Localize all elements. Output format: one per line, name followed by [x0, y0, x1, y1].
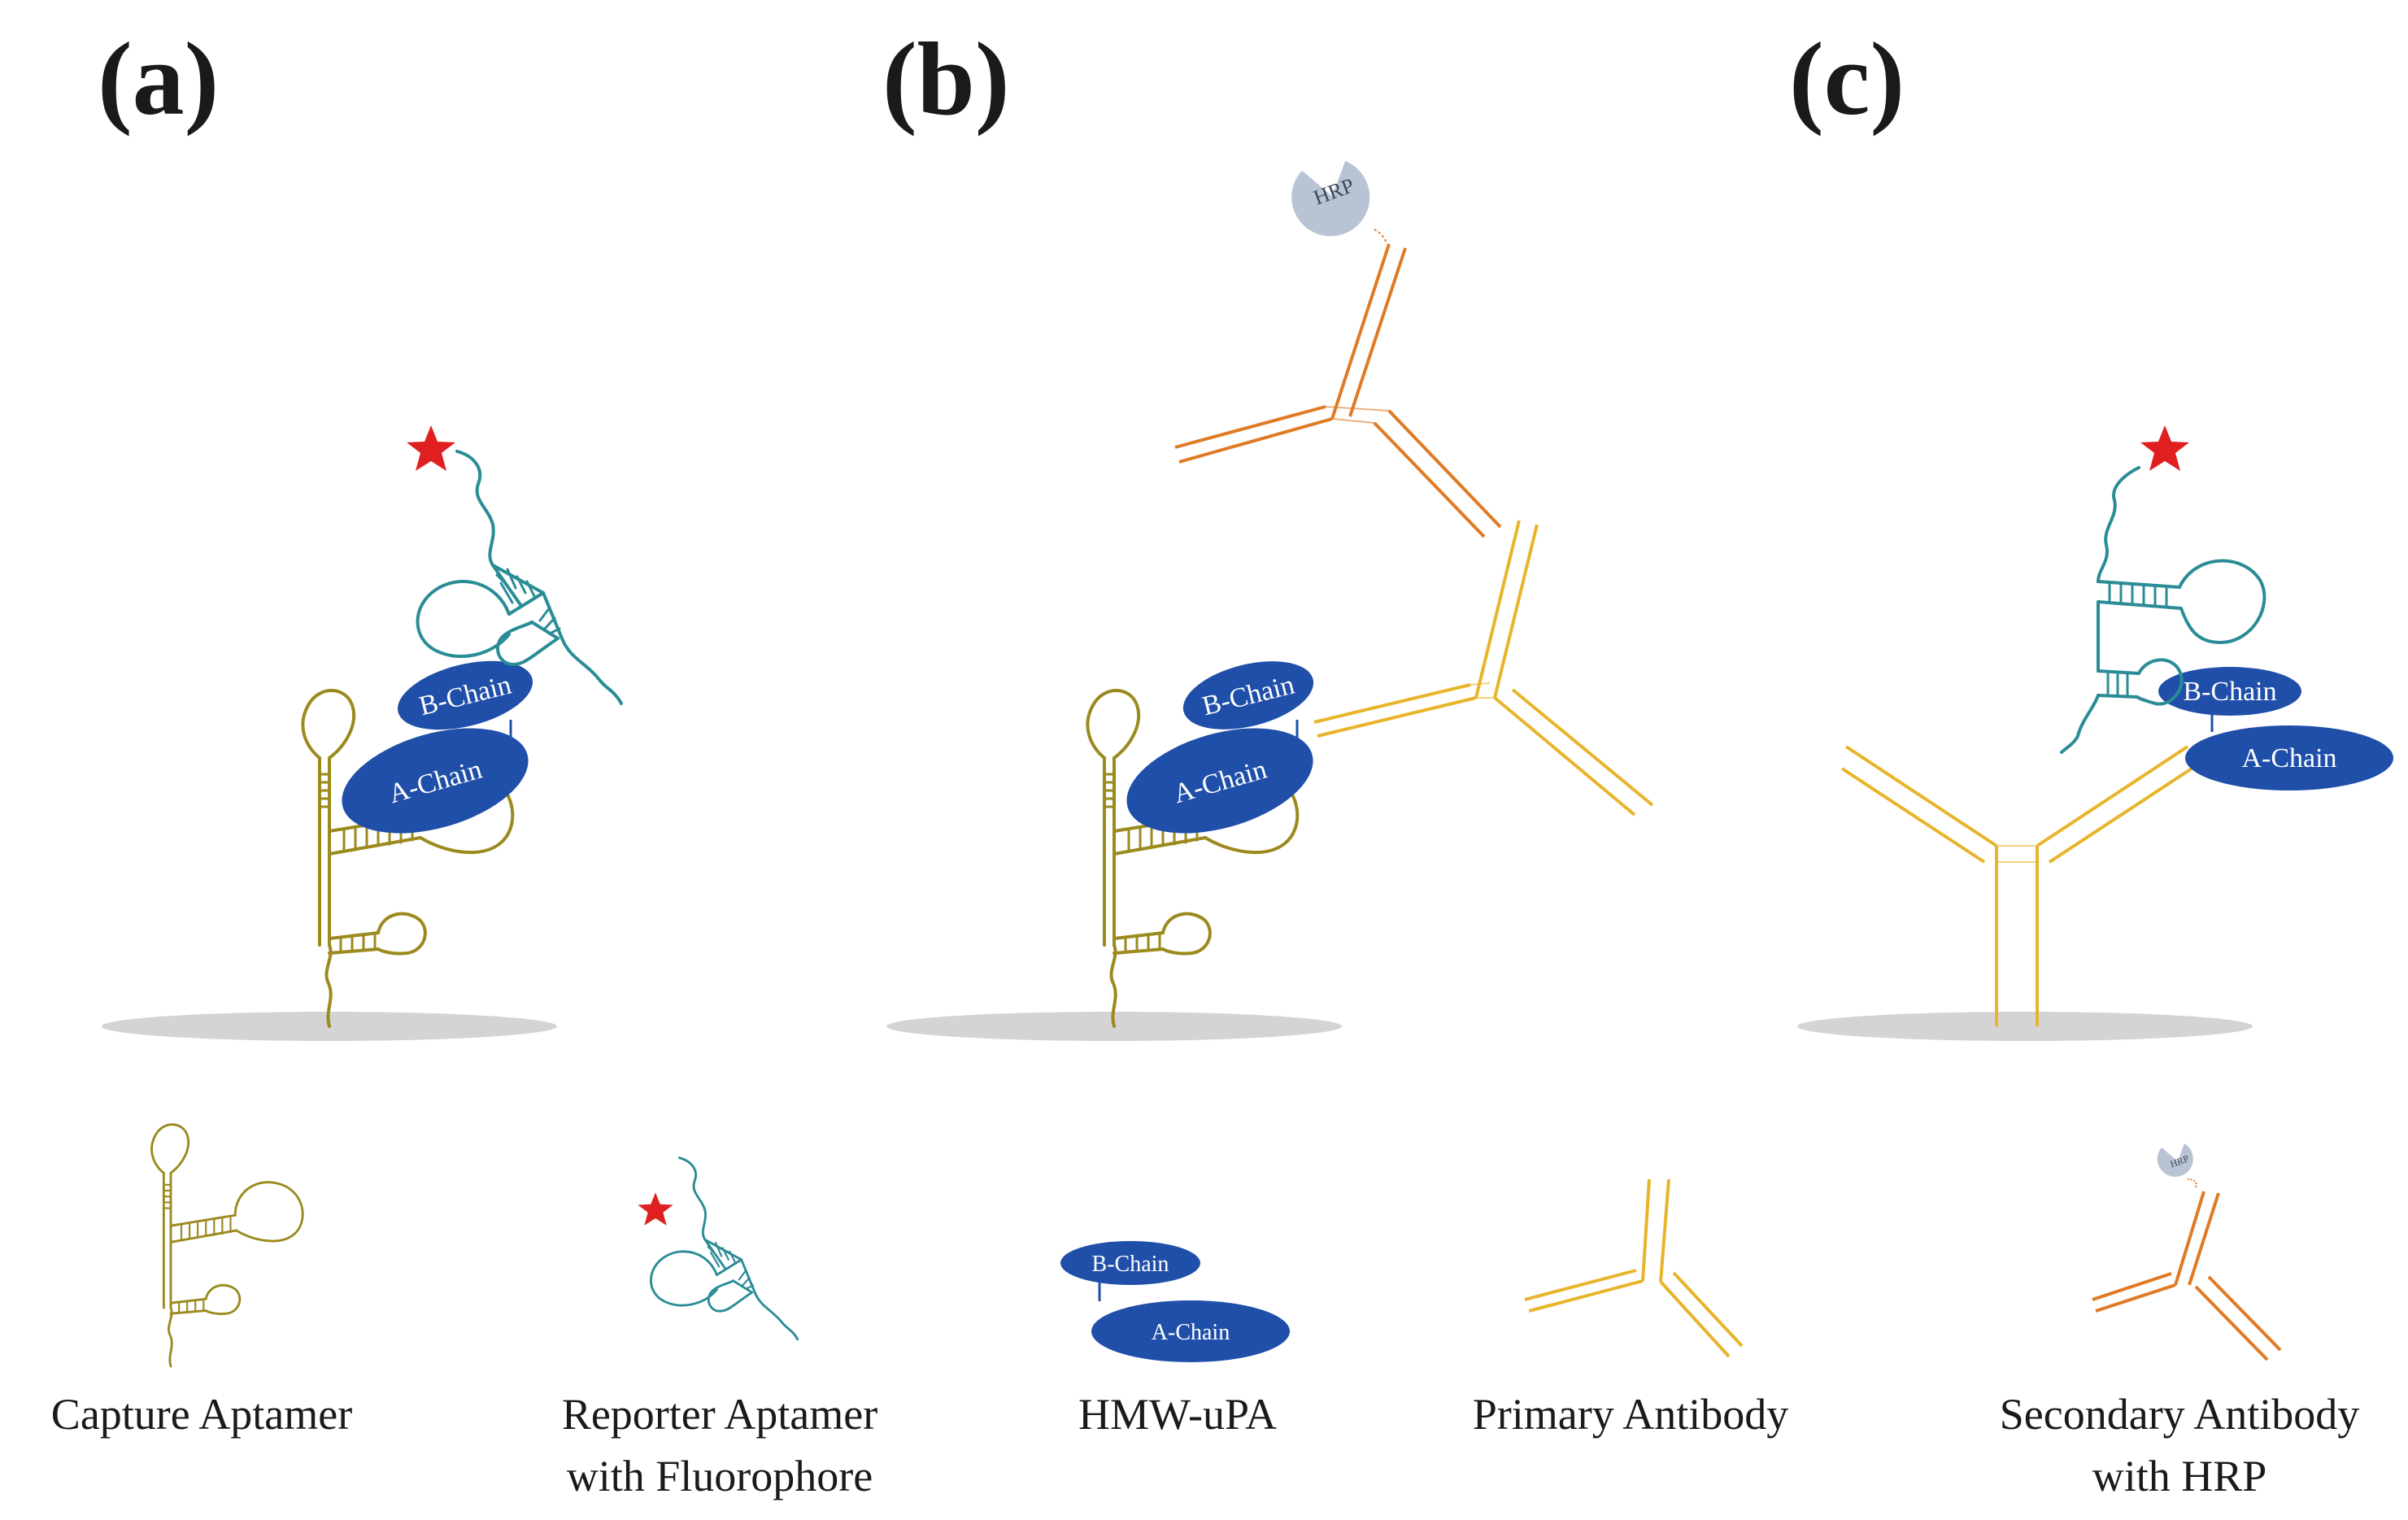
- legend-label-secondary-line2: with HRP: [2092, 1452, 2267, 1500]
- legend-primary-antibody: Primary Antibody: [1473, 1178, 1789, 1439]
- panel-b: A-Chain B-Chain HRP: [886, 160, 1654, 1041]
- b-chain-b: B-Chain: [1182, 661, 1314, 730]
- reporter-aptamer-c: [2060, 466, 2266, 754]
- a-chain-a: A-Chain: [342, 728, 529, 834]
- legend-label-secondary-line1: Secondary Antibody: [2000, 1390, 2359, 1439]
- legend-b-chain-label: B-Chain: [1092, 1252, 1169, 1277]
- fluorophore-star-a: [407, 425, 455, 471]
- legend-secondary-antibody: HRP Secondary Antibody with HRP: [2000, 1143, 2359, 1500]
- b-chain-label-c: B-Chain: [2183, 677, 2276, 707]
- primary-antibody-c: [1840, 745, 2193, 1026]
- a-chain-label-c: A-Chain: [2241, 743, 2336, 773]
- b-chain-a: B-Chain: [398, 660, 533, 730]
- panel-a: A-Chain B-Chain: [102, 425, 623, 1041]
- a-chain-b: A-Chain: [1126, 728, 1313, 834]
- legend-label-reporter-line1: Reporter Aptamer: [562, 1390, 877, 1439]
- legend-label-primary-antibody: Primary Antibody: [1473, 1390, 1789, 1439]
- legend-capture-aptamer: Capture Aptamer: [51, 1123, 352, 1439]
- surface-c: [1797, 1012, 2253, 1041]
- fluorophore-star-c: [2140, 425, 2189, 471]
- legend: Capture Aptamer Reporter Aptamer with Fl…: [51, 1123, 2359, 1500]
- hrp-b: HRP: [1291, 160, 1370, 237]
- panel-label-a: (a): [98, 21, 219, 137]
- panel-label-b: (b): [882, 21, 1009, 137]
- panel-label-c: (c): [1789, 21, 1905, 137]
- primary-antibody-b: [1313, 520, 1654, 817]
- a-chain-c: A-Chain: [2185, 725, 2393, 790]
- b-chain-c: B-Chain: [2158, 667, 2301, 716]
- legend-a-chain-label: A-Chain: [1152, 1320, 1230, 1345]
- legend-hmw-upa: A-Chain B-Chain HMW-uPA: [1060, 1241, 1290, 1439]
- legend-label-hmw-upa: HMW-uPA: [1078, 1390, 1277, 1439]
- legend-label-reporter-line2: with Fluorophore: [567, 1452, 873, 1500]
- legend-label-capture-aptamer: Capture Aptamer: [51, 1390, 352, 1439]
- reporter-aptamer-a: [416, 450, 623, 705]
- panel-c: A-Chain B-Chain: [1797, 425, 2393, 1041]
- secondary-antibody-b: [1174, 243, 1502, 538]
- legend-reporter-aptamer: Reporter Aptamer with Fluorophore: [562, 1156, 877, 1500]
